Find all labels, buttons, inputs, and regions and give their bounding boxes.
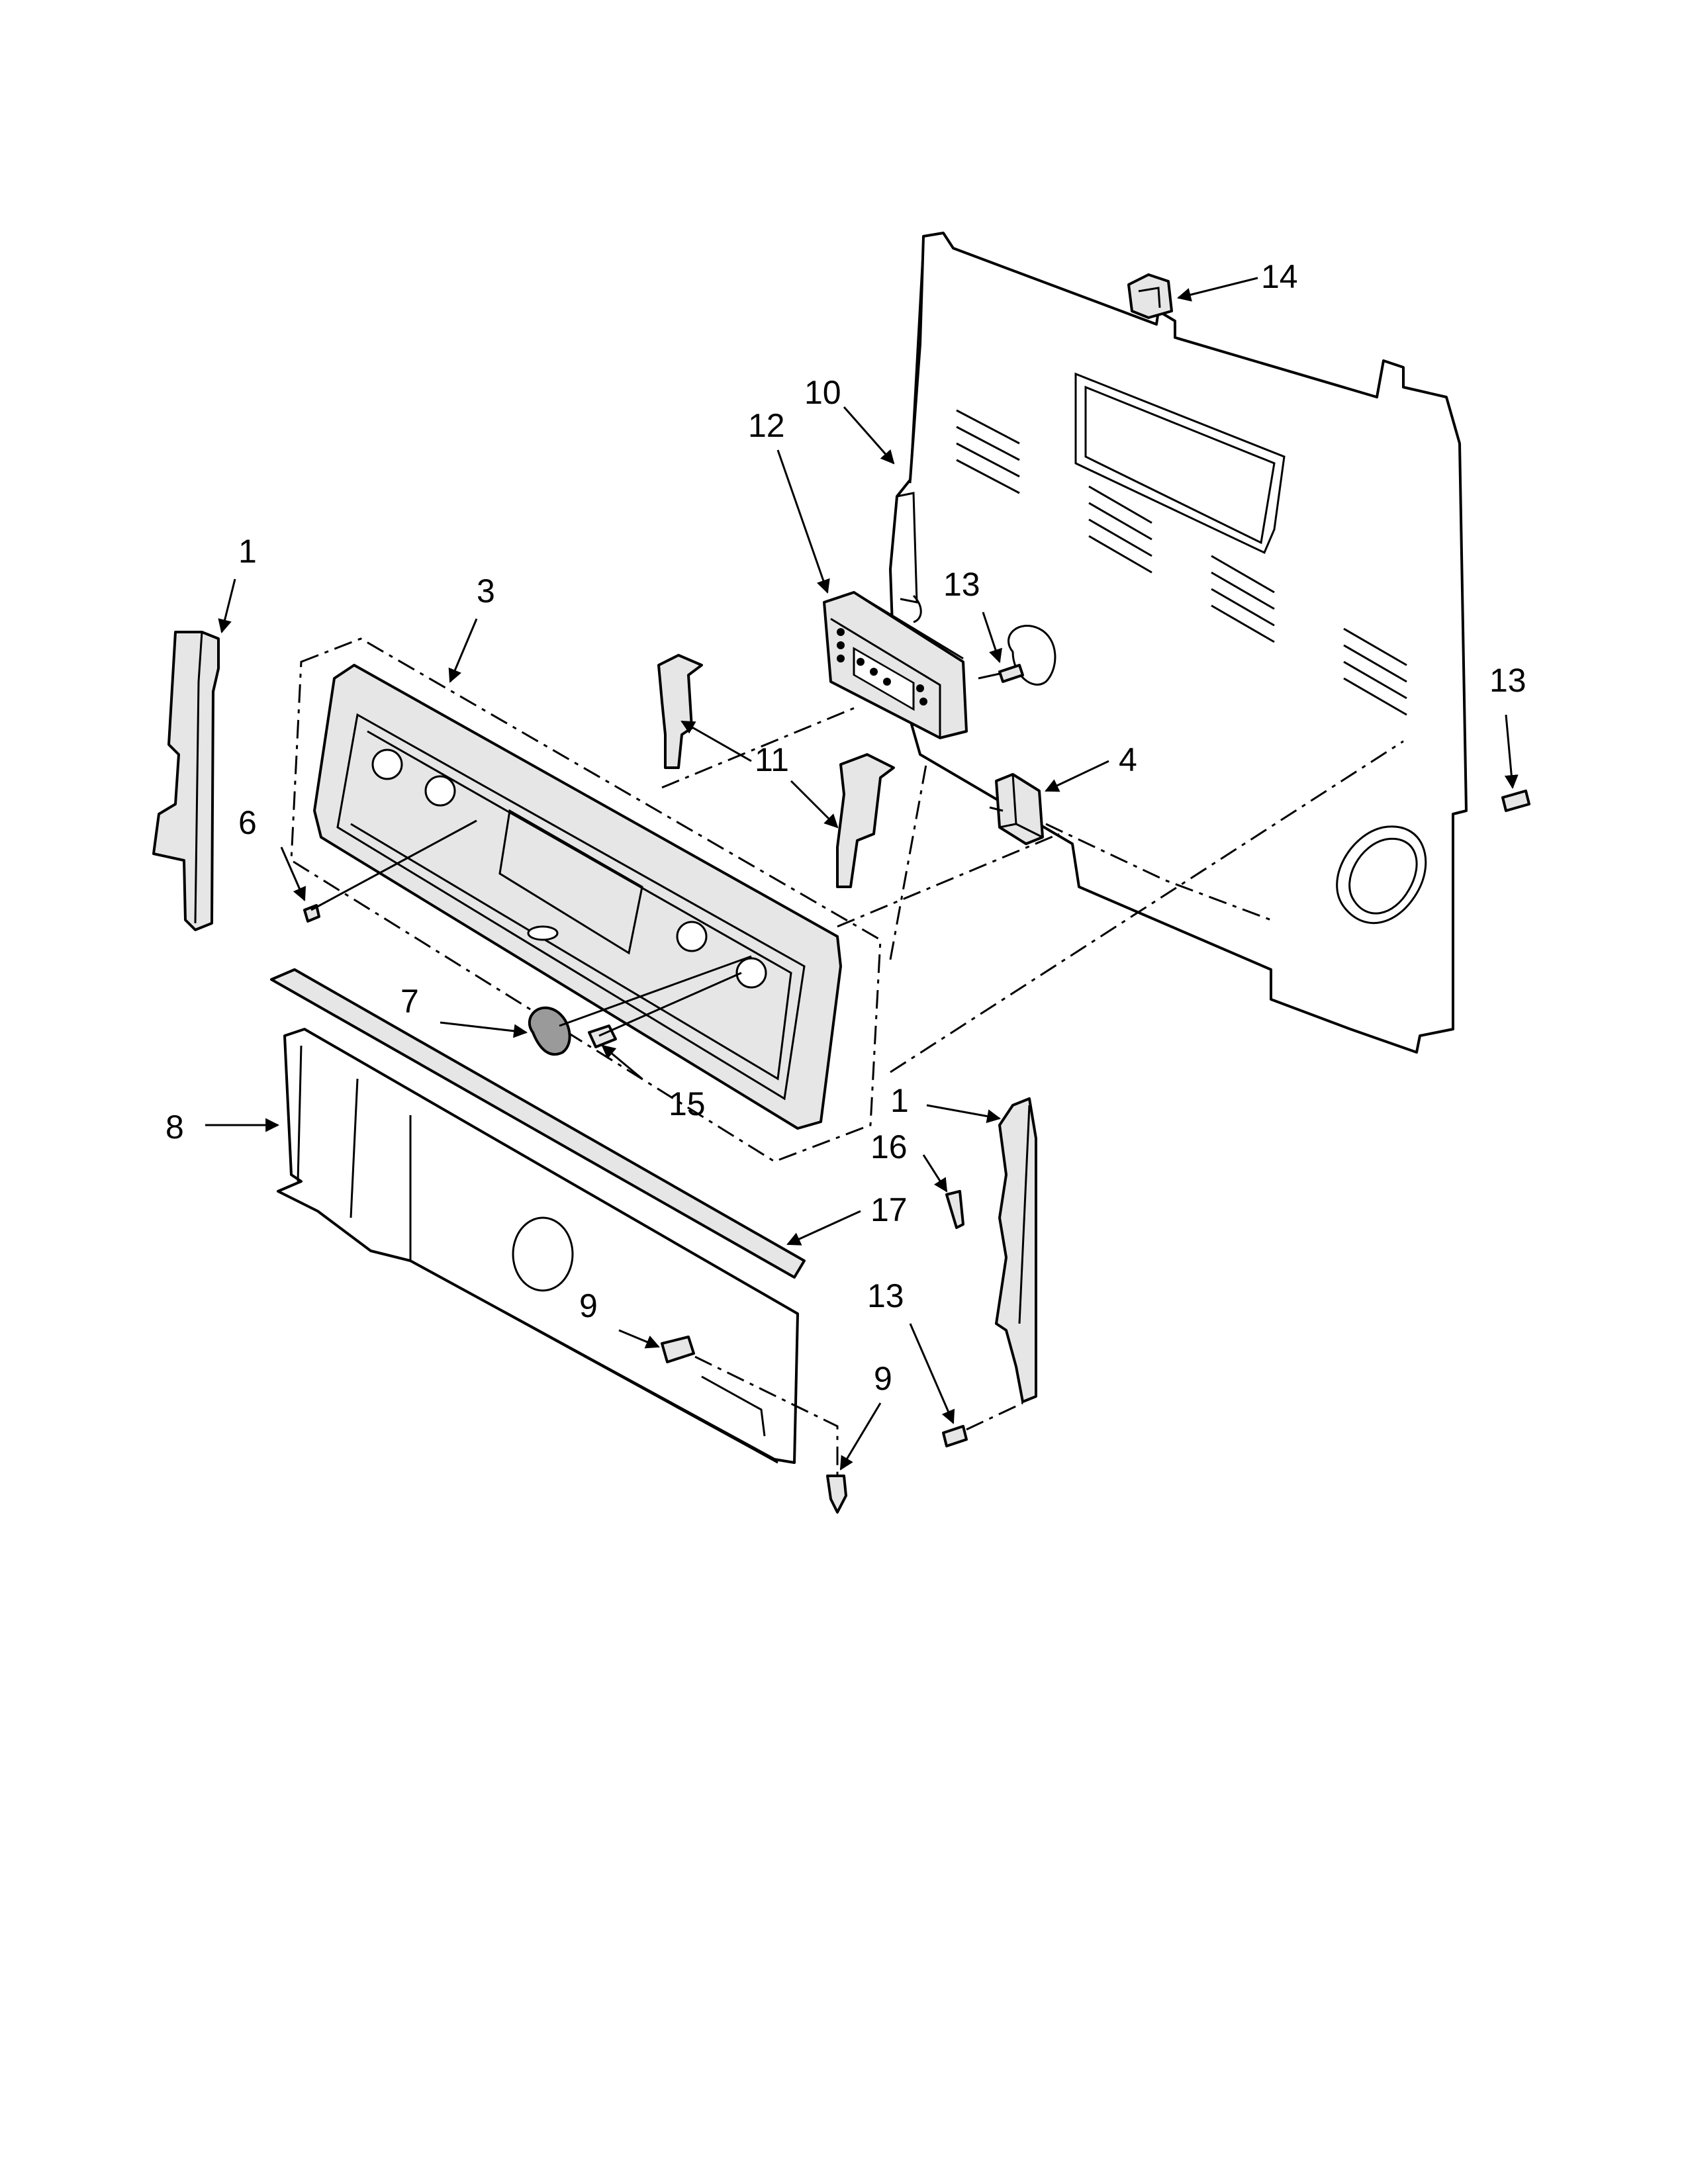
part-screw-15 [588, 1024, 617, 1048]
part-side-bracket-right [995, 1097, 1037, 1403]
callout-7: 7 [400, 983, 419, 1020]
control-buttons [837, 628, 927, 705]
part-switch-4 [989, 773, 1044, 845]
callout-4: 4 [1119, 741, 1137, 778]
callout-1-left: 1 [238, 533, 257, 570]
callout-8: 8 [165, 1109, 184, 1146]
part-screw-13-right [1501, 790, 1530, 812]
part-electronic-control [823, 591, 968, 739]
part-screw-9-upper [661, 1336, 695, 1363]
part-screw-9-lower [826, 1475, 847, 1514]
callout-14: 14 [1261, 258, 1298, 295]
callout-9-lower: 9 [874, 1360, 892, 1397]
panel-window [1074, 372, 1286, 555]
part-bracket-11-lower [836, 753, 895, 888]
callout-labels: 1 3 4 6 7 8 9 9 10 11 12 13 13 13 14 15 … [165, 258, 1526, 1397]
panel-display-window [498, 809, 643, 955]
vent-slots-mid [1088, 485, 1152, 574]
callout-1-right: 1 [890, 1082, 909, 1119]
part-rear-panel [889, 232, 1468, 1054]
panel-oval-opening [1336, 825, 1427, 925]
part-trim-17 [270, 968, 806, 1279]
assembly-lines [310, 707, 1404, 1476]
callout-13-bottom: 13 [867, 1277, 904, 1314]
callout-9-upper: 9 [579, 1287, 598, 1324]
part-control-panel [290, 637, 882, 1163]
callout-16: 16 [870, 1128, 908, 1165]
vent-slots-left [956, 409, 1020, 494]
callout-10: 10 [804, 374, 841, 411]
part-lower-panel-8 [277, 1028, 799, 1464]
part-screw-13-control [978, 625, 1056, 686]
callout-3: 3 [477, 572, 495, 610]
part-knob-7 [528, 1006, 571, 1056]
part-screw-6 [303, 904, 320, 923]
callout-12: 12 [748, 407, 785, 444]
part-bracket-11-upper [657, 654, 703, 769]
vent-slots-right [1211, 555, 1275, 643]
part-bracket-16 [945, 1190, 964, 1229]
callout-6: 6 [238, 804, 257, 841]
part-side-bracket-left [152, 631, 220, 931]
callout-17: 17 [870, 1191, 908, 1228]
panel-knob-holes [371, 749, 767, 989]
brand-badge [527, 925, 559, 941]
callout-13-control: 13 [943, 566, 980, 603]
part-clip-14 [1127, 273, 1173, 319]
lower-panel-hole [512, 1216, 574, 1292]
callout-15: 15 [669, 1085, 706, 1122]
part-screw-13-bottom [942, 1425, 968, 1447]
callout-13-right: 13 [1489, 662, 1526, 699]
callout-11: 11 [755, 741, 789, 778]
leader-lines [205, 277, 1519, 1471]
vent-slots-far-right [1343, 627, 1407, 716]
